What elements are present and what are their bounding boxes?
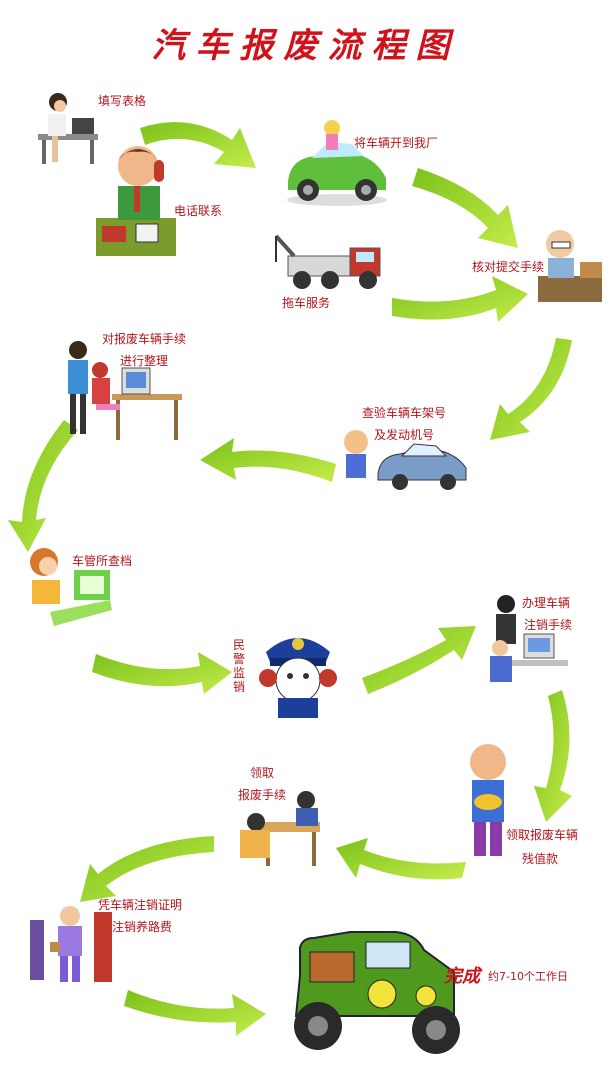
arrow-verify-to-check xyxy=(490,338,572,440)
step-complete-note: 约7-10个工作日 xyxy=(488,970,568,983)
inspector-car-illustration xyxy=(344,430,467,490)
clerk-desk-illustration xyxy=(538,230,602,302)
arrow-check-to-organize xyxy=(200,438,336,482)
step-drive-to-factory: 将车辆开到我厂 xyxy=(354,136,439,150)
step-police-char-4: 销 xyxy=(232,680,245,694)
green-car-illustration xyxy=(287,120,387,206)
arrow-payment-to-receive xyxy=(336,838,466,880)
step-check-line1: 查验车辆车架号 xyxy=(362,406,447,420)
step-police-char-2: 警 xyxy=(232,652,245,666)
step-cancel-line2: 注销手续 xyxy=(524,618,573,632)
step-dmv-archive: 车管所查档 xyxy=(72,554,133,568)
step-receive-docs-line2: 报废手续 xyxy=(238,788,287,802)
step-phone-contact: 电话联系 xyxy=(174,204,223,218)
diagram-title: 汽车报废流程图 xyxy=(151,26,460,66)
step-organize-line2: 进行整理 xyxy=(120,354,169,368)
arrow-certificate-to-complete xyxy=(124,990,266,1036)
step-verify-submit: 核对提交手续 xyxy=(472,260,545,274)
step-police-char-1: 民 xyxy=(232,638,245,652)
money-man-illustration xyxy=(470,744,506,856)
step-police-char-3: 监 xyxy=(232,666,245,680)
meeting-desk-illustration xyxy=(240,791,320,866)
step-check-line2: 及发动机号 xyxy=(374,428,435,442)
phone-man-illustration xyxy=(96,146,176,256)
arrow-receive-to-certificate xyxy=(80,836,214,902)
city-commuter-illustration xyxy=(30,906,112,982)
step-receive-docs-line1: 领取 xyxy=(250,766,275,780)
arrow-organize-to-dmv xyxy=(8,420,78,552)
arrow-form-to-factory xyxy=(140,122,256,168)
tow-truck-illustration xyxy=(274,234,381,289)
two-workers-computer-illustration xyxy=(68,341,182,440)
arrow-dmv-to-police xyxy=(92,652,232,694)
step-fill-form: 填写表格 xyxy=(98,94,147,108)
step-organize-line1: 对报废车辆手续 xyxy=(102,332,187,346)
cartoon-jeep-illustration xyxy=(294,931,460,1054)
arrow-cancel-to-payment xyxy=(534,690,572,822)
step-towing: 拖车服务 xyxy=(282,296,331,310)
step-payment-line1: 领取报废车辆 xyxy=(506,828,579,842)
step-certificate-line1: 凭车辆注销证明 xyxy=(98,898,183,912)
office-worker-illustration xyxy=(38,93,98,164)
woman-computer-illustration xyxy=(30,548,112,626)
arrow-tow-to-verify xyxy=(392,276,528,322)
step-payment-line2: 残值款 xyxy=(522,852,559,866)
step-cancel-line1: 办理车辆 xyxy=(522,596,571,610)
step-complete: 完成 xyxy=(444,966,480,987)
step-certificate-line2: 注销养路费 xyxy=(112,920,173,934)
police-officer-illustration xyxy=(259,638,337,718)
arrow-police-to-cancel xyxy=(362,626,476,694)
arrow-factory-to-verify xyxy=(412,168,518,248)
cancellation-office-illustration xyxy=(490,595,568,682)
